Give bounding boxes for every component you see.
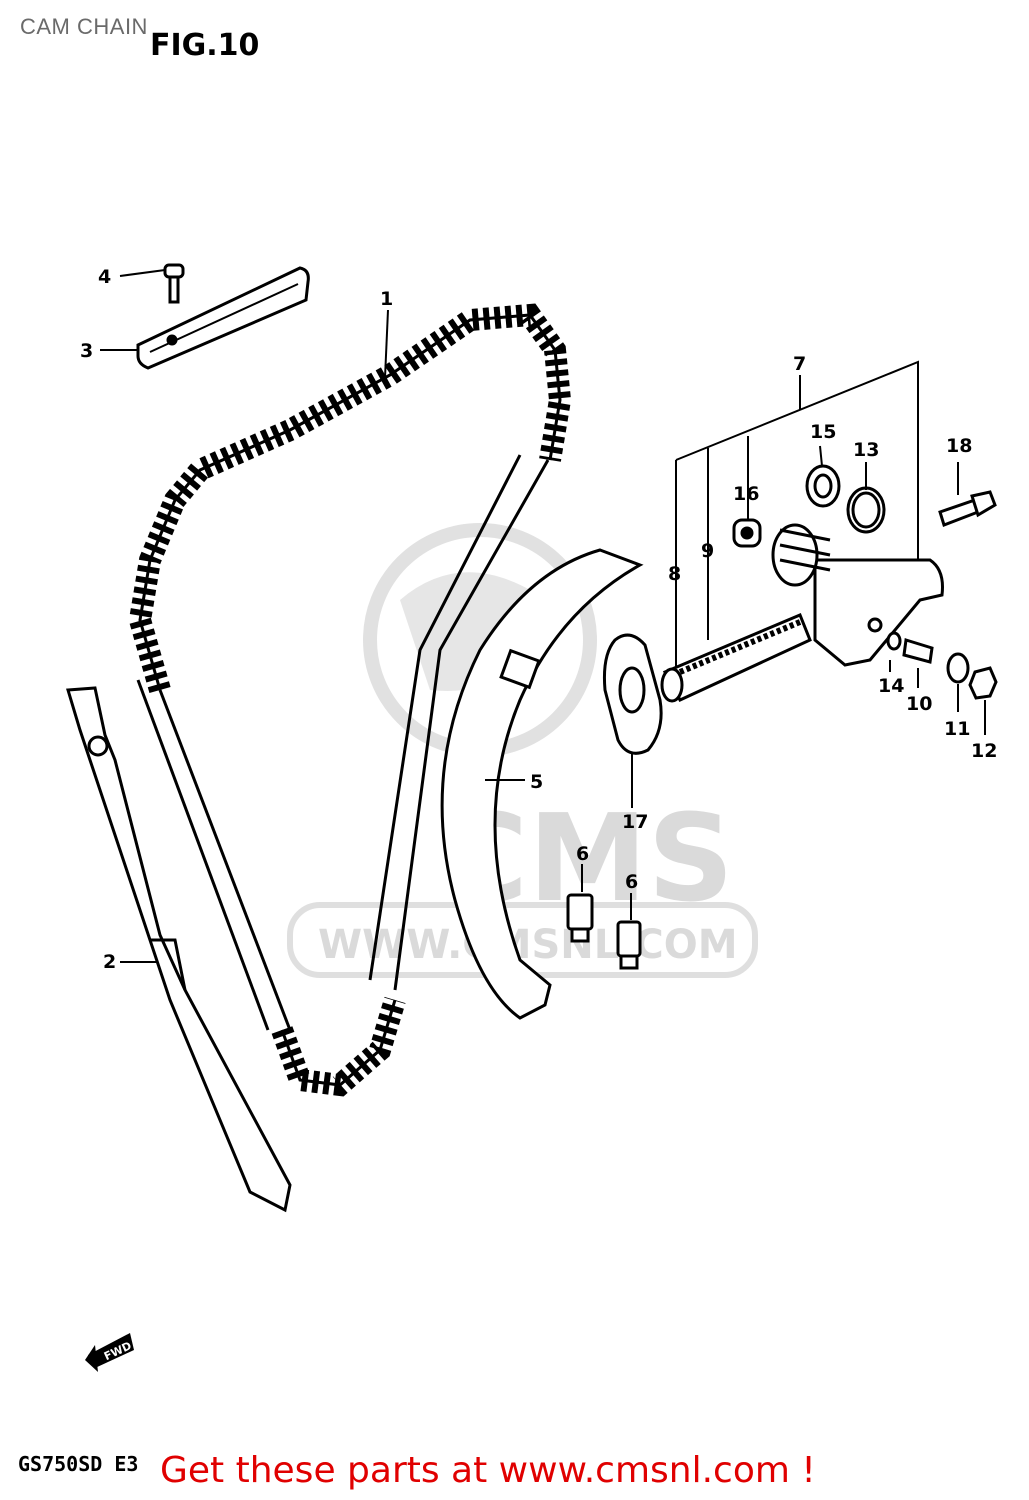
part-cam-chain: [128, 303, 572, 1097]
part-washer-11: [946, 652, 970, 684]
callout-17: 17: [622, 811, 648, 833]
callout-8: 8: [668, 563, 681, 585]
callout-18: 18: [946, 435, 972, 457]
callout-11: 11: [944, 718, 970, 740]
part-seal-15: [805, 464, 841, 508]
callout-10: 10: [906, 693, 932, 715]
part-chain-guide-2: [66, 686, 292, 1213]
part-damper-6b: [616, 920, 642, 970]
front-arrow-icon: FWD: [85, 1333, 134, 1372]
part-tensioner-shoe-5: [440, 548, 644, 1020]
part-gasket-17: [603, 633, 663, 755]
part-chain-guide-upper: [136, 266, 310, 370]
part-nut-12: [968, 666, 998, 700]
figure-label: FIG.10: [150, 28, 260, 63]
callout-7: 7: [793, 353, 806, 375]
part-tensioner-assembly-7: [660, 523, 944, 703]
part-bolt-18: [938, 490, 997, 527]
callout-9: 9: [701, 540, 714, 562]
callout-4: 4: [98, 266, 111, 288]
callout-5: 5: [530, 771, 543, 793]
callout-2: 2: [103, 951, 116, 973]
part-o-ring-13: [846, 486, 886, 534]
part-damper-6a: [566, 893, 594, 943]
watermark-url-text: WWW.CMSNL.COM: [318, 922, 738, 968]
callout-6b: 6: [625, 871, 638, 893]
callout-15: 15: [810, 421, 836, 443]
callout-12: 12: [971, 740, 997, 762]
leader-lines: [100, 269, 986, 963]
callout-3: 3: [80, 340, 93, 362]
callout-1: 1: [380, 288, 393, 310]
part-stud-10: [902, 638, 934, 664]
part-bolt-4: [163, 263, 185, 304]
part-pin-14: [886, 631, 902, 651]
part-nut-16: [732, 518, 762, 548]
callout-6a: 6: [576, 843, 589, 865]
callout-14: 14: [878, 675, 904, 697]
callout-16: 16: [733, 483, 759, 505]
callout-13: 13: [853, 439, 879, 461]
promo-link[interactable]: Get these parts at www.cmsnl.com !: [160, 1450, 816, 1491]
page-title: CAM CHAIN: [20, 14, 148, 39]
model-code: GS750SD E3: [18, 1452, 139, 1476]
